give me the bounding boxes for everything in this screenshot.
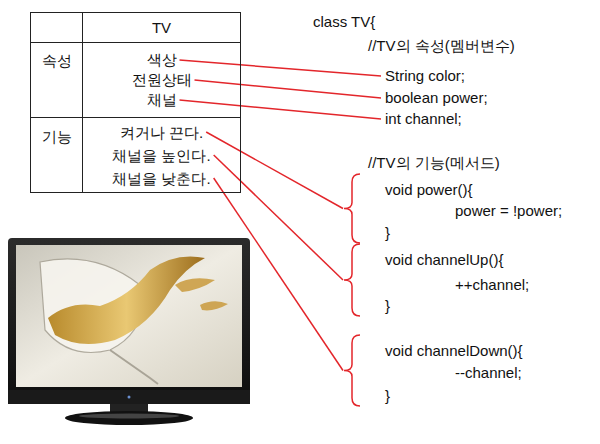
code-line: } (385, 223, 390, 243)
code-line: power = !power; (455, 201, 562, 221)
code-line: } (385, 296, 390, 316)
table-cell: 기능 (30, 117, 83, 193)
table-cell: 속성 (30, 42, 83, 118)
code-line: boolean power; (385, 88, 488, 108)
tv-base (65, 411, 193, 425)
cell-text: 채널을 낮춘다. (112, 167, 210, 190)
glass-stem (110, 350, 158, 384)
tv-bottom-strip (8, 390, 250, 404)
tv-bezel (8, 238, 250, 404)
tv-base-shine (79, 414, 179, 419)
wine-splash (48, 257, 205, 345)
leader-line (195, 80, 382, 98)
cell-text: 채널 (147, 90, 177, 110)
code-line: ++channel; (455, 275, 529, 295)
table-cell: TV (82, 12, 241, 43)
cell-text: 기능 (42, 125, 72, 148)
code-line: void power(){ (385, 180, 473, 200)
cell-text: TV (152, 13, 171, 42)
code-line: String color; (385, 66, 465, 86)
cell-text: 색상 (147, 50, 177, 70)
tv-screen (16, 245, 242, 387)
cell-text: 켜거나 끈다. (120, 121, 203, 144)
code-line: void channelDown(){ (385, 341, 523, 361)
leader-line (180, 60, 382, 76)
code-line: class TV{ (313, 12, 375, 32)
table-cell: 켜거나 끈다.채널을 높인다.채널을 낮춘다. (82, 117, 241, 193)
curly-bracket (344, 244, 360, 316)
cell-text: 채널을 높인다. (112, 144, 210, 167)
wine-drops (175, 278, 228, 310)
code-line: //TV의 속성(멤버변수) (368, 36, 515, 56)
code-line: //TV의 기능(메서드) (368, 153, 500, 173)
leader-line (214, 155, 343, 280)
code-line: int channel; (385, 109, 462, 129)
cell-text: 속성 (42, 51, 72, 71)
code-line: void channelUp(){ (385, 250, 503, 270)
table-cell: 색상전원상태채널 (82, 42, 241, 118)
leader-line (214, 178, 343, 371)
code-line: --channel; (455, 363, 522, 383)
curly-bracket (344, 335, 360, 406)
code-line: } (385, 386, 390, 406)
cell-text: 전원상태 (132, 70, 192, 90)
tv-led (128, 396, 131, 399)
curly-bracket (344, 174, 360, 243)
empty-cell (31, 13, 83, 43)
